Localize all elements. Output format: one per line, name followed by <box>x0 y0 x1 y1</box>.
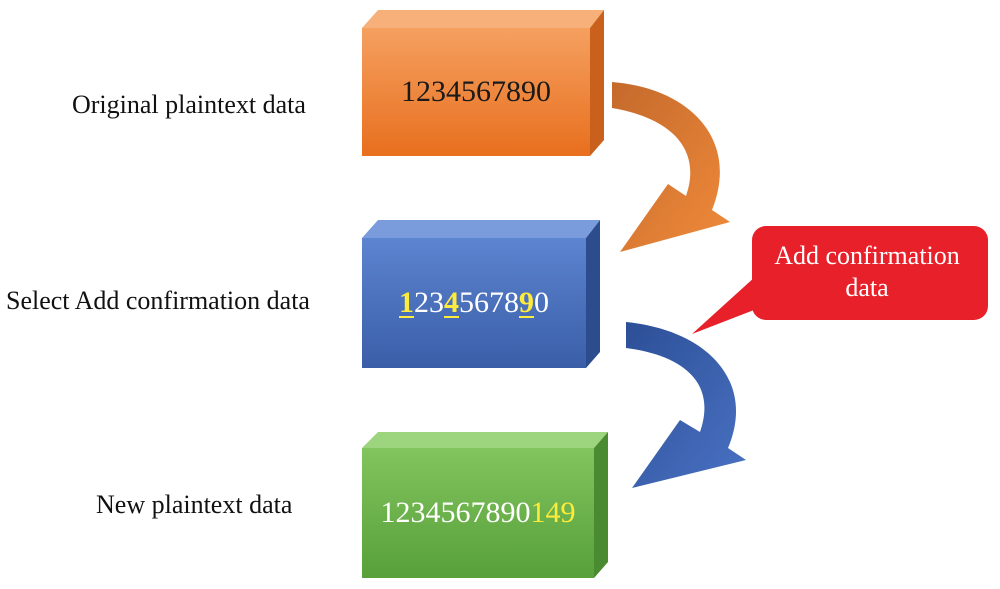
curved-arrow-bottom <box>626 322 746 488</box>
select-digit: 7 <box>489 286 504 319</box>
original-box-side-face <box>590 10 604 156</box>
new-box-suffix-digits: 149 <box>530 496 576 529</box>
curved-arrow-top <box>612 82 730 252</box>
callout-text-line2: data <box>845 273 889 302</box>
select-digit: 8 <box>504 286 519 319</box>
original-box-front-face <box>362 28 590 156</box>
select-digit-highlighted: 4 <box>444 286 459 319</box>
select-digit: 2 <box>414 286 429 319</box>
select-digit: 6 <box>474 286 489 319</box>
select-digit-highlighted: 1 <box>399 286 414 319</box>
new-box-top-face <box>362 432 608 448</box>
new-data-box <box>362 432 608 578</box>
original-box-top-face <box>362 10 604 28</box>
select-data-box <box>362 220 600 368</box>
original-box-text: 1234567890 <box>401 75 551 108</box>
select-digit: 3 <box>429 286 444 319</box>
select-box-side-face <box>586 220 600 368</box>
label-select-confirmation: Select Add confirmation data <box>6 286 310 315</box>
select-digit: 5 <box>459 286 474 319</box>
select-box-top-face <box>362 220 600 238</box>
callout-bubble-body <box>752 226 988 320</box>
new-box-side-face <box>594 432 608 578</box>
callout-text-line1: Add confirmation <box>774 241 960 270</box>
callout-text: Add confirmation data <box>752 240 982 304</box>
new-box-text: 1234567890149 <box>362 498 594 528</box>
callout-bubble <box>692 226 988 334</box>
new-box-main-digits: 1234567890 <box>380 496 531 529</box>
select-box-text: 1234567890 <box>362 288 586 318</box>
select-box-front-face <box>362 238 586 368</box>
label-original-plaintext: Original plaintext data <box>72 90 306 119</box>
callout-bubble-tail <box>692 276 790 334</box>
select-digit: 0 <box>534 286 549 319</box>
label-new-plaintext: New plaintext data <box>96 490 293 519</box>
original-data-box <box>362 10 604 156</box>
new-box-front-face <box>362 448 594 578</box>
select-digit-highlighted: 9 <box>519 286 534 319</box>
